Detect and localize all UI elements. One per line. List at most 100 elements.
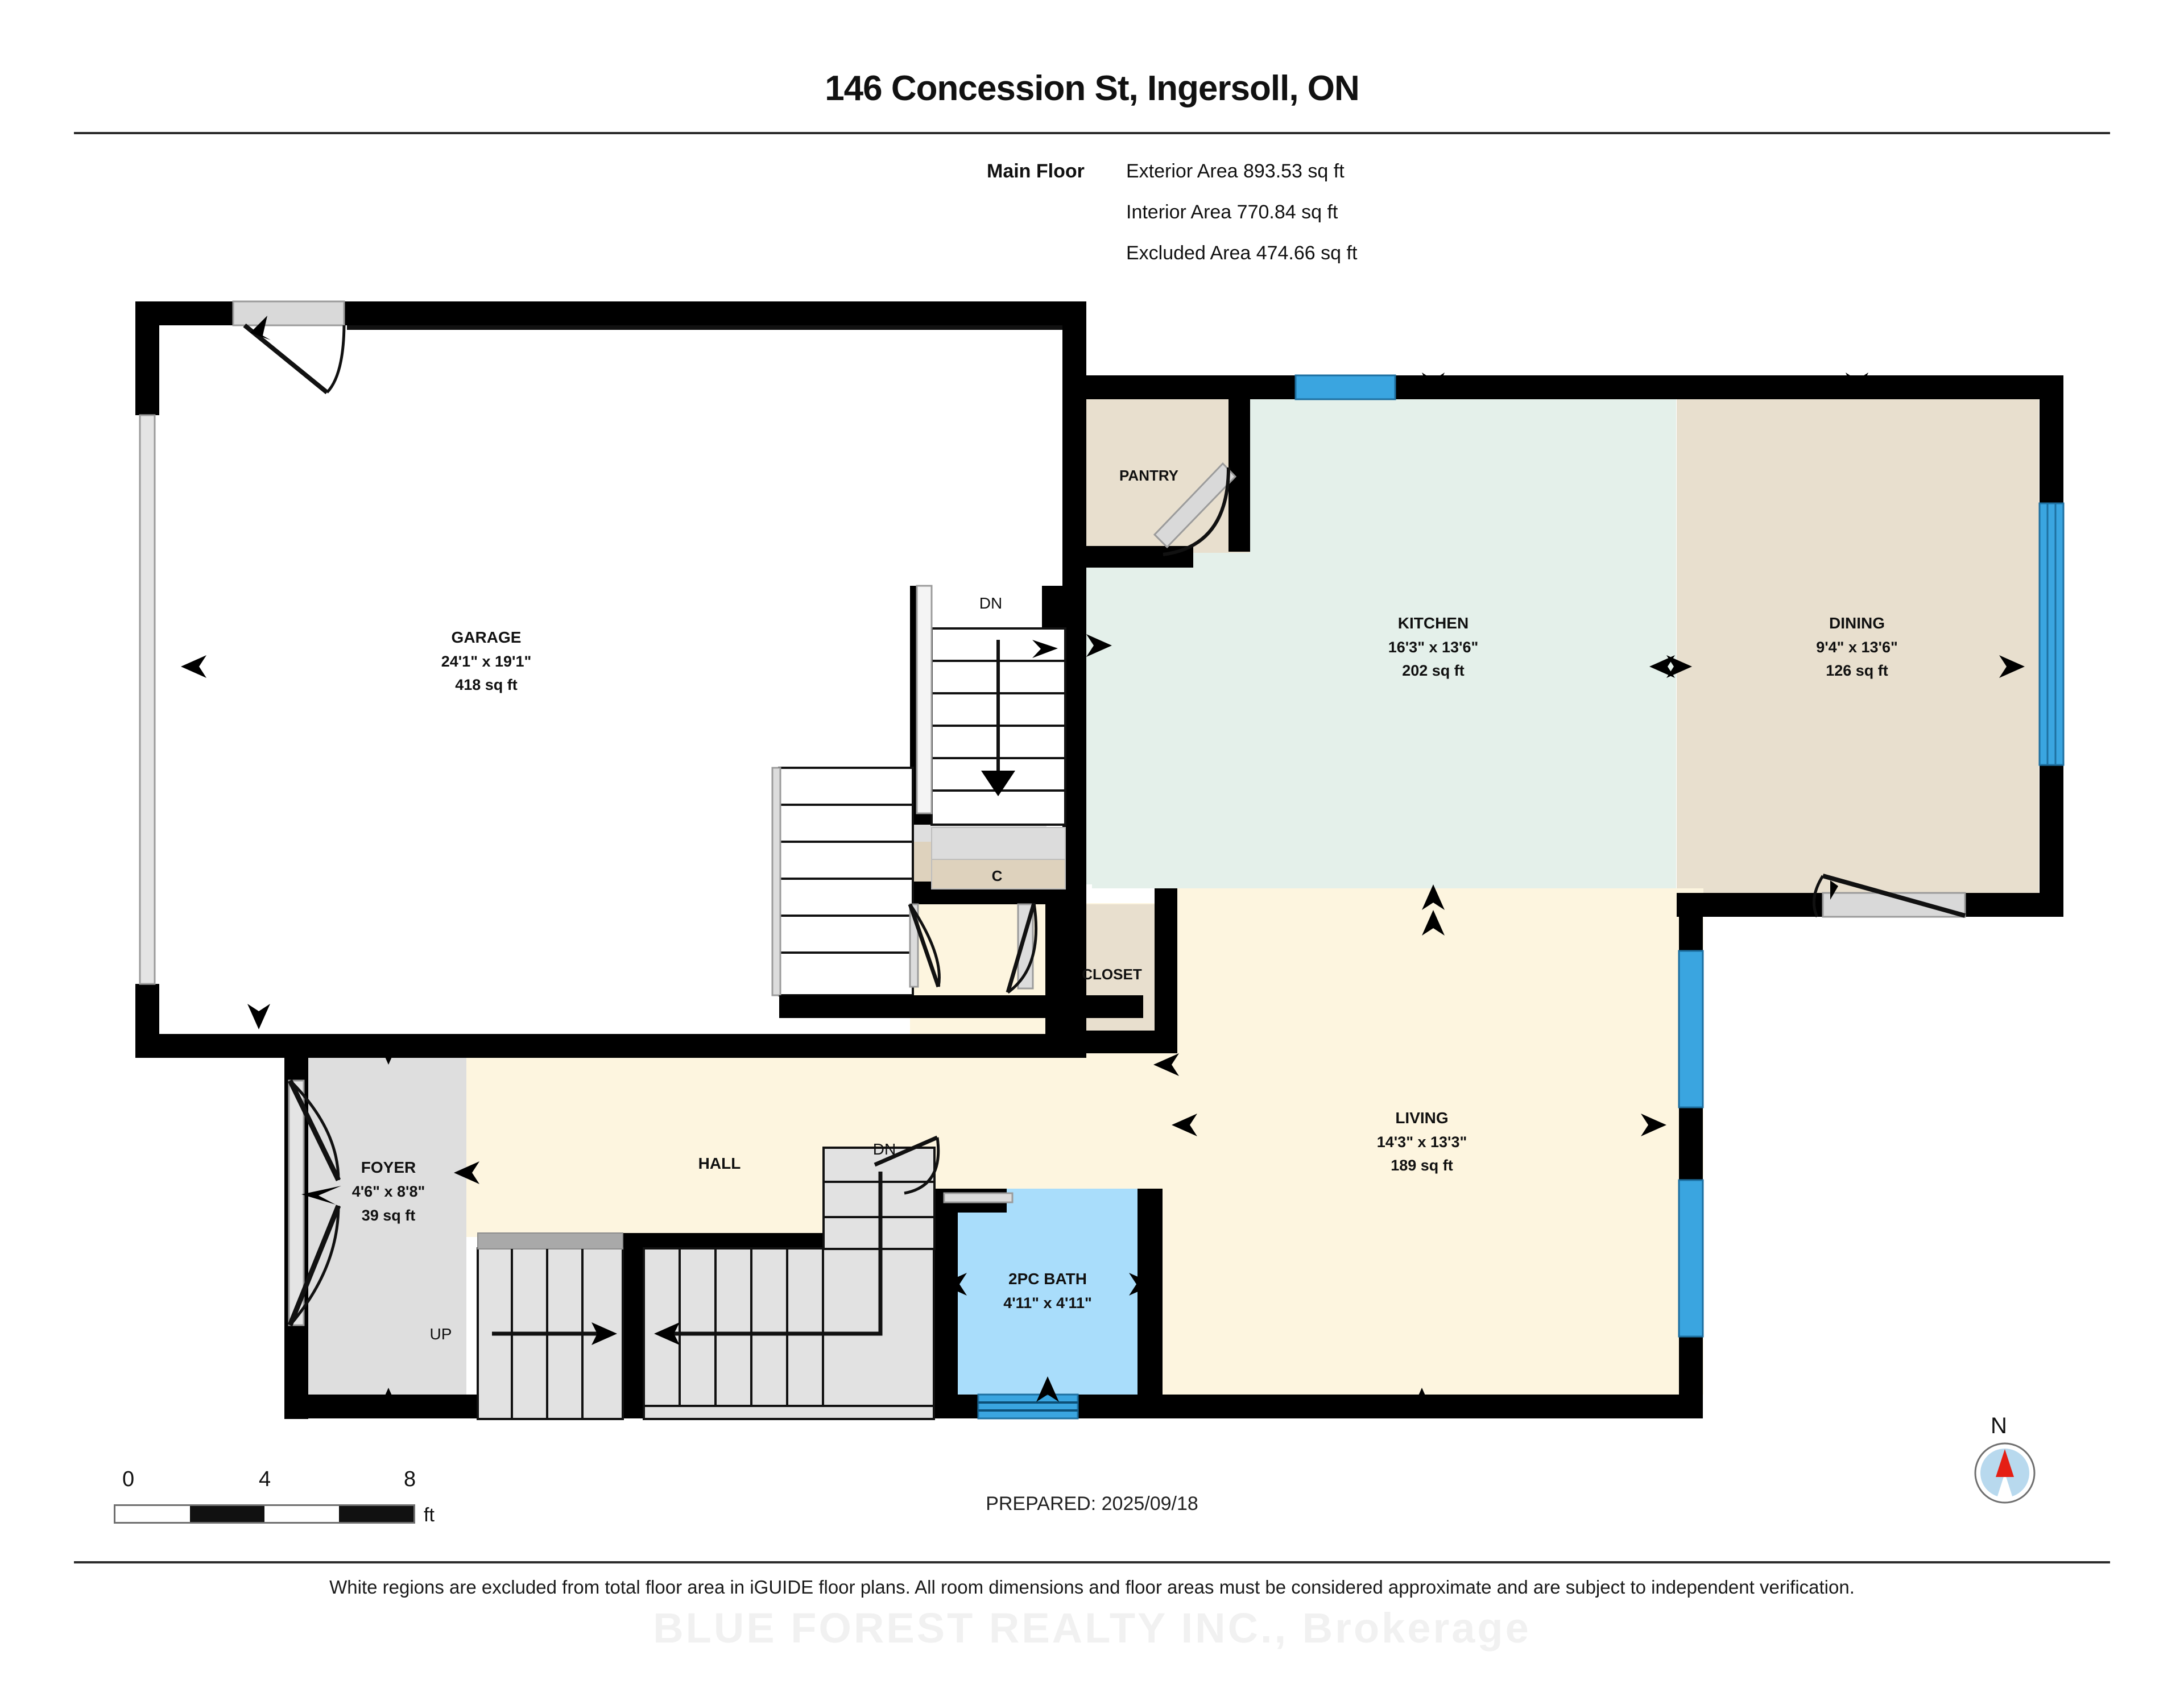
room-label-garage: GARAGE 24'1" x 19'1" 418 sq ft <box>441 628 532 693</box>
foyer-door-swing-upper <box>287 1079 341 1181</box>
hall-door-arc-right <box>1007 903 1038 994</box>
wall-foyer-top <box>284 1034 455 1058</box>
svg-text:4'11" x 4'11": 4'11" x 4'11" <box>1003 1294 1092 1311</box>
direction-arrow <box>250 316 271 340</box>
direction-arrow <box>1032 640 1058 658</box>
svg-text:202 sq ft: 202 sq ft <box>1402 662 1465 679</box>
svg-text:LIVING: LIVING <box>1395 1109 1448 1127</box>
hall-door-swing-left <box>908 903 941 988</box>
wall-main-top <box>1062 375 2063 399</box>
compass-icon <box>1974 1442 2036 1504</box>
scale-segment <box>264 1506 339 1522</box>
wall-bath-left <box>933 1189 958 1418</box>
room-label-living: LIVING 14'3" x 13'3" 189 sq ft <box>1377 1109 1467 1174</box>
foyer-entry-strip <box>288 1079 305 1326</box>
wall-closet-bottom <box>1045 1031 1177 1053</box>
wall-garage-left-upper <box>135 301 159 415</box>
hall-door-arc-left <box>908 903 941 987</box>
wall-pantry-bottom <box>1062 546 1193 568</box>
wall-landing-bottom <box>779 995 1143 1018</box>
stair-rail-upper <box>916 585 933 814</box>
dining-door-arc <box>1812 875 1825 918</box>
window-living-right-1 <box>1678 950 1704 1108</box>
wall-closet-right <box>1155 888 1177 1053</box>
room-label-hall: HALL <box>698 1155 741 1172</box>
scale-segment <box>190 1506 264 1522</box>
room-label-c: C <box>992 867 1003 884</box>
c-closet-band <box>931 859 1066 889</box>
compass-north-label: N <box>1991 1413 2007 1438</box>
stair-door-arc-dn <box>904 1137 940 1195</box>
room-label-kitchen: KITCHEN 16'3" x 13'6" 202 sq ft <box>1388 614 1479 679</box>
svg-text:FOYER: FOYER <box>361 1159 416 1176</box>
stair-run-down-lower <box>643 1147 936 1420</box>
window-living-right-2 <box>1678 1179 1704 1338</box>
svg-text:126 sq ft: 126 sq ft <box>1826 662 1888 679</box>
floor-label: Main Floor <box>987 160 1085 182</box>
dimension-arrows <box>181 373 2025 1413</box>
disclaimer-text: White regions are excluded from total fl… <box>329 1577 1855 1598</box>
direction-arrow <box>1830 880 1838 900</box>
scale-unit: ft <box>424 1504 435 1526</box>
area-summary: Main Floor Exterior Area 893.53 sq ft In… <box>987 151 1783 274</box>
svg-text:4'6" x 8'8": 4'6" x 8'8" <box>352 1183 425 1200</box>
stair-door-swing-dn <box>874 1135 938 1167</box>
scale-bar <box>114 1504 415 1524</box>
wall-closet-left <box>1045 888 1068 1053</box>
foyer-door-arc-lower <box>289 1205 340 1326</box>
interior-area-text: Interior Area 770.84 sq ft <box>1126 201 1338 223</box>
bath-door-leaf <box>943 1192 1014 1203</box>
svg-text:GARAGE: GARAGE <box>452 628 522 646</box>
c-closet-upper-strip <box>931 827 1066 860</box>
scale-segment <box>339 1506 413 1522</box>
svg-text:14'3" x 13'3": 14'3" x 13'3" <box>1377 1133 1467 1151</box>
svg-text:2PC BATH: 2PC BATH <box>1008 1270 1087 1288</box>
stair-label-up: UP <box>430 1325 452 1343</box>
compass-needle-north <box>1996 1449 2014 1477</box>
stair-label-dn-upper: DN <box>979 594 1002 612</box>
svg-text:9'4" x 13'6": 9'4" x 13'6" <box>1816 639 1898 656</box>
foyer-door-arc-upper <box>289 1079 340 1181</box>
area-row: Excluded Area 474.66 sq ft <box>987 233 1783 274</box>
garage-door-arc <box>326 325 346 394</box>
svg-text:16'3" x 13'6": 16'3" x 13'6" <box>1388 639 1479 656</box>
room-label-dining: DINING 9'4" x 13'6" 126 sq ft <box>1816 614 1898 679</box>
footer-divider <box>74 1561 2110 1563</box>
garage-door-leaf-bg <box>232 300 345 326</box>
scale-tick-8: 8 <box>404 1467 416 1491</box>
brokerage-watermark: BLUE FOREST REALTY INC., Brokerage <box>653 1604 1531 1652</box>
hall-door-swing-right <box>1006 903 1036 993</box>
wall-landing-left <box>779 995 802 1018</box>
scale-tick-4: 4 <box>259 1467 271 1491</box>
window-dining-right <box>2038 502 2065 766</box>
prepared-date: PREPARED: 2025/09/18 <box>986 1493 1198 1515</box>
garage-door-opening <box>347 325 1062 330</box>
room-label-foyer: FOYER 4'6" x 8'8" 39 sq ft <box>352 1159 425 1224</box>
svg-text:24'1" x 19'1": 24'1" x 19'1" <box>441 653 532 670</box>
room-fill-living <box>1155 888 1703 1395</box>
compass-needle-south <box>1997 1473 2013 1498</box>
garage-door-swing <box>243 323 329 395</box>
room-label-closet: CLOSET <box>1082 966 1142 983</box>
exterior-area-text: Exterior Area 893.53 sq ft <box>1126 160 1345 182</box>
room-label-pantry: PANTRY <box>1119 467 1178 484</box>
pantry-door-arc <box>1163 467 1230 556</box>
excluded-area-text: Excluded Area 474.66 sq ft <box>1126 242 1358 264</box>
wall-bath-right <box>1138 1189 1163 1418</box>
svg-text:189 sq ft: 189 sq ft <box>1391 1157 1453 1174</box>
stair-run-down-upper <box>930 627 1066 826</box>
foyer-door-swing-lower <box>287 1205 341 1326</box>
room-fill-bath <box>957 1189 1139 1399</box>
pantry-door-leaf <box>1153 462 1237 549</box>
scale-segment <box>115 1506 190 1522</box>
room-label-bath: 2PC BATH 4'11" x 4'11" <box>1003 1270 1092 1311</box>
direction-arrow <box>301 1186 341 1205</box>
dining-door-swing <box>1822 874 1966 918</box>
svg-text:39 sq ft: 39 sq ft <box>362 1207 416 1224</box>
stair-run-up <box>477 1232 624 1420</box>
svg-text:DINING: DINING <box>1829 614 1885 632</box>
window-kitchen-top <box>1294 374 1396 400</box>
bath-exterior-door <box>977 1393 1079 1420</box>
garage-side-window <box>139 414 156 985</box>
